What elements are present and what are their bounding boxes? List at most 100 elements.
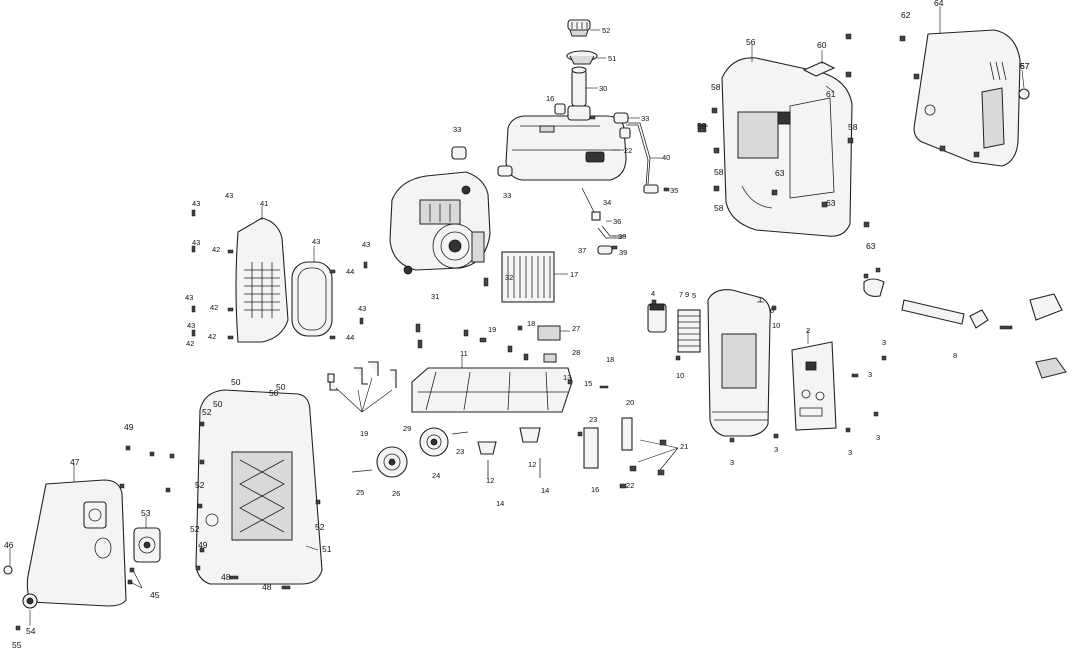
knob [3, 565, 38, 609]
part-label-4: 4 [651, 289, 655, 298]
part-label-41: 41 [260, 199, 268, 208]
part-label-31: 31 [431, 292, 439, 301]
air-filter [647, 303, 701, 353]
part-label-51: 51 [608, 54, 616, 63]
part-label-59: 59 [697, 121, 707, 131]
part-label-15: 15 [584, 379, 592, 388]
cover-seal [291, 261, 333, 337]
part-label-38: 38 [618, 232, 626, 241]
part-label-3: 3 [876, 433, 880, 442]
part-label-3: 3 [848, 448, 852, 457]
part-label-62: 62 [901, 10, 911, 20]
part-label-19: 19 [360, 429, 368, 438]
part-label-21: 21 [680, 442, 688, 451]
part-label-10: 10 [772, 321, 780, 330]
part-label-3: 3 [774, 445, 778, 454]
part-label-16: 16 [546, 94, 554, 103]
part-label-43: 43 [312, 237, 320, 246]
part-number-labels: 5251301633223333403435363738391743434341… [4, 0, 1030, 648]
part-label-48: 48 [262, 582, 272, 592]
part-label-43: 43 [185, 293, 193, 302]
part-label-51: 51 [322, 544, 332, 554]
part-label-30: 30 [599, 84, 607, 93]
part-label-3: 3 [730, 458, 734, 467]
part-label-18: 18 [527, 319, 535, 328]
fuel-tank [505, 105, 627, 181]
part-label-43: 43 [362, 240, 370, 249]
part-label-26: 26 [392, 489, 400, 498]
exhaust-pipe [863, 278, 1067, 379]
part-label-9: 9 [685, 290, 689, 299]
part-label-49: 49 [124, 422, 134, 432]
part-label-19: 19 [488, 325, 496, 334]
part-label-22: 22 [624, 146, 632, 155]
part-label-44: 44 [346, 333, 354, 342]
part-label-39: 39 [619, 248, 627, 257]
part-label-46: 46 [4, 540, 14, 550]
part-label-33: 33 [503, 191, 511, 200]
part-label-33: 33 [641, 114, 649, 123]
part-label-12: 12 [528, 460, 536, 469]
part-label-13: 13 [563, 373, 571, 382]
part-label-55: 55 [12, 640, 22, 648]
part-label-63: 63 [775, 168, 785, 178]
front-cover-panel [26, 479, 127, 607]
part-label-44: 44 [346, 267, 354, 276]
part-label-24: 24 [432, 471, 440, 480]
part-label-2: 2 [806, 326, 810, 335]
part-label-52: 52 [315, 522, 325, 532]
part-label-60: 60 [817, 40, 827, 50]
part-label-32: 32 [505, 273, 513, 282]
fuel-cap [567, 19, 591, 37]
part-label-50: 50 [276, 382, 286, 392]
part-label-42: 42 [210, 303, 218, 312]
fuel-strainer [571, 66, 587, 107]
part-label-50: 50 [213, 399, 223, 409]
air-filter-housing [707, 289, 771, 437]
part-label-61: 61 [826, 89, 836, 99]
part-label-48: 48 [221, 572, 231, 582]
part-label-43: 43 [225, 191, 233, 200]
part-label-67: 67 [1020, 61, 1030, 71]
part-label-42: 42 [212, 245, 220, 254]
part-label-8: 8 [953, 351, 957, 360]
part-label-52: 52 [602, 26, 610, 35]
part-label-58: 58 [714, 167, 724, 177]
part-label-37: 37 [578, 246, 586, 255]
part-label-20: 20 [626, 398, 634, 407]
right-inner-frame [721, 57, 853, 237]
handle-rods [583, 417, 679, 471]
handle-grip [802, 61, 836, 77]
part-label-52: 52 [195, 480, 205, 490]
part-label-5: 5 [692, 291, 696, 300]
part-label-52: 52 [202, 407, 212, 417]
part-label-23: 23 [456, 447, 464, 456]
part-label-6: 6 [770, 306, 774, 315]
part-label-54: 54 [26, 626, 36, 636]
part-label-33: 33 [453, 125, 461, 134]
part-label-22: 22 [626, 481, 634, 490]
fasteners [15, 33, 1013, 631]
part-label-36: 36 [613, 217, 621, 226]
filter-cap [566, 50, 598, 65]
part-label-42: 42 [208, 332, 216, 341]
part-label-64: 64 [934, 0, 944, 8]
part-label-50: 50 [231, 377, 241, 387]
part-label-28: 28 [572, 348, 580, 357]
part-label-43: 43 [358, 304, 366, 313]
leader-lines [9, 6, 1025, 626]
base-frame [411, 325, 573, 413]
part-label-56: 56 [746, 37, 756, 47]
part-label-3: 3 [882, 338, 886, 347]
part-label-63: 63 [866, 241, 876, 251]
part-label-7: 7 [679, 290, 683, 299]
part-label-1: 1 [758, 295, 762, 304]
part-label-58: 58 [714, 203, 724, 213]
part-label-45: 45 [150, 590, 160, 600]
part-label-34: 34 [603, 198, 611, 207]
part-label-23: 23 [589, 415, 597, 424]
part-label-16: 16 [591, 485, 599, 494]
fuel-hose-set [451, 103, 659, 255]
rubber-feet [477, 427, 541, 478]
